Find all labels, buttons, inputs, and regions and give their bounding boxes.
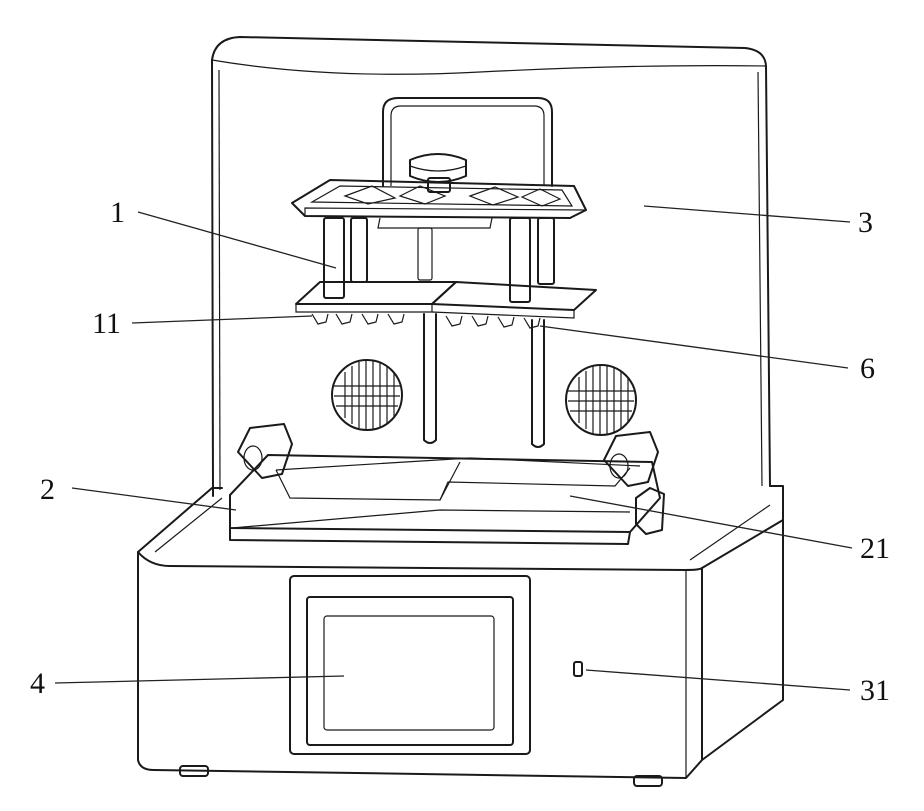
callout-21: 21 (860, 532, 890, 565)
resin-tray (230, 424, 664, 544)
top-plate (292, 154, 586, 228)
callout-11: 11 (92, 307, 121, 340)
callout-4: 4 (30, 667, 45, 700)
leader-lines (55, 206, 852, 690)
touch-screen (290, 576, 530, 754)
build-plates (296, 282, 596, 447)
callout-31: 31 (860, 674, 890, 707)
power-switch (574, 662, 582, 676)
callout-1: 1 (110, 196, 125, 229)
fan-grille-right (566, 365, 636, 435)
callout-6: 6 (860, 352, 875, 385)
callout-2: 2 (40, 473, 55, 506)
fan-grille-left (332, 360, 402, 430)
back-plate (383, 98, 552, 186)
callout-3: 3 (858, 206, 873, 239)
guide-rods (324, 218, 554, 302)
callout-labels: 1 11 2 3 6 21 4 31 (30, 196, 890, 707)
